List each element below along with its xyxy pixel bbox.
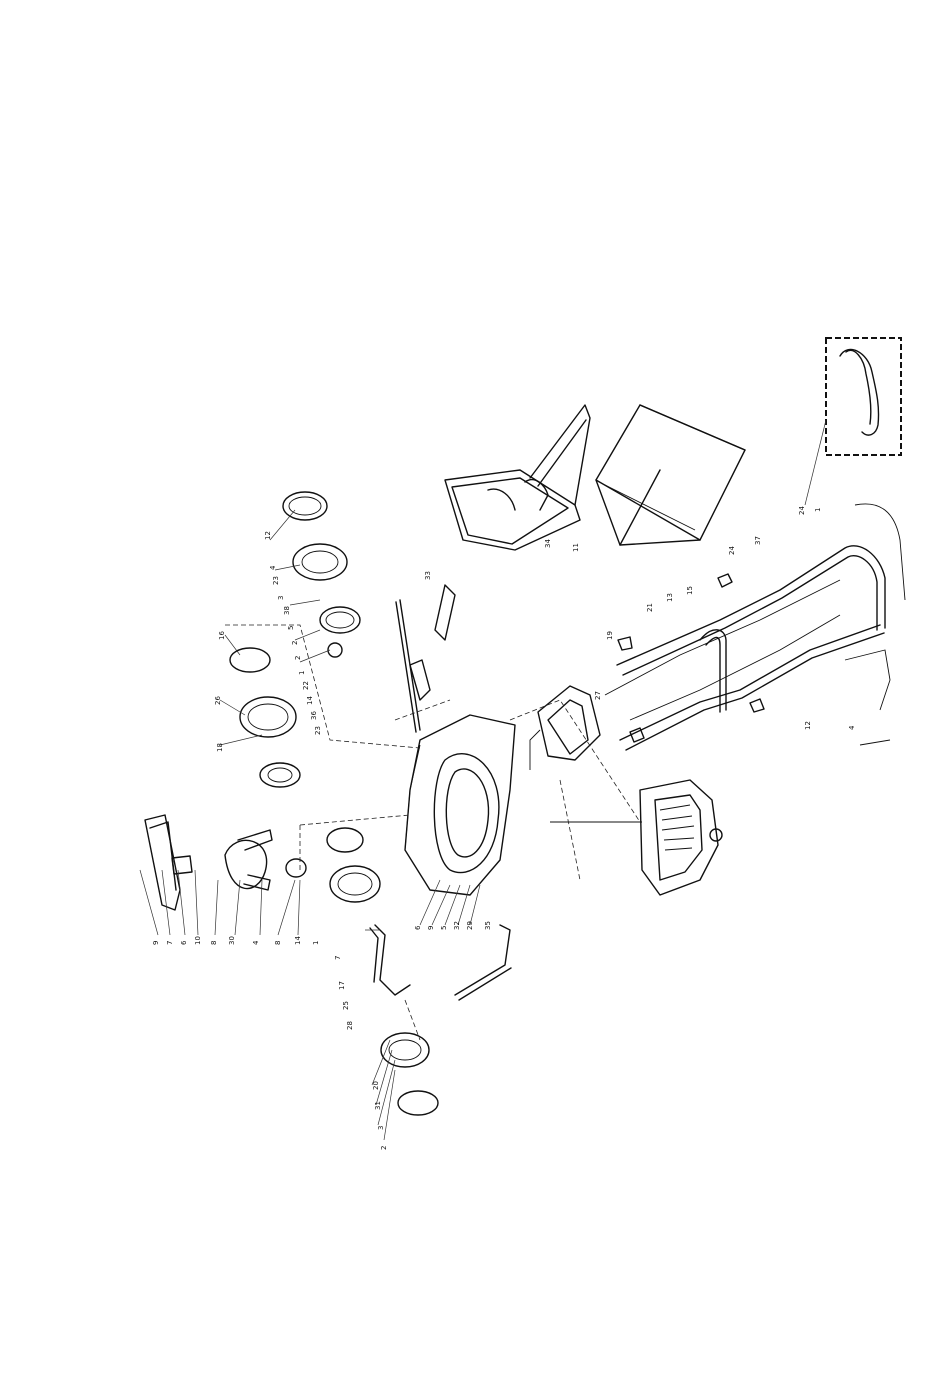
part-number-label: 25 xyxy=(342,1001,350,1010)
drive-belt xyxy=(435,585,455,640)
part-number-label: 6 xyxy=(180,940,188,945)
part-number-label: 16 xyxy=(218,631,226,640)
part-number-label: 3 xyxy=(377,1126,385,1130)
part-number-label: 12 xyxy=(264,531,272,540)
part-number-label: 15 xyxy=(686,586,694,595)
part-number-label: 11 xyxy=(572,543,580,552)
part-number-label: 17 xyxy=(338,981,346,990)
part-number-label: 1 xyxy=(312,941,320,945)
part-number-label: 2 xyxy=(294,656,302,660)
part-number-label: 22 xyxy=(302,681,310,690)
part-number-label: 14 xyxy=(306,696,314,705)
part-number-label: 6 xyxy=(414,925,422,930)
part-number-label: 31 xyxy=(374,1101,382,1110)
part-number-label: 26 xyxy=(214,696,222,705)
part-number-label: 10 xyxy=(194,936,202,945)
part-number-label: 2 xyxy=(380,1146,388,1150)
part-number-label: 29 xyxy=(466,921,474,930)
part-number-label: 33 xyxy=(424,571,432,580)
wheel-group-left xyxy=(230,648,300,787)
part-number-label: 9 xyxy=(427,926,435,930)
part-number-label: 34 xyxy=(544,539,552,548)
part-number-label: 9 xyxy=(152,941,160,945)
part-number-label: 8 xyxy=(274,941,282,945)
part-number-label: 1 xyxy=(814,508,822,512)
part-number-label: 24 xyxy=(728,546,736,555)
part-number-label: 8 xyxy=(210,941,218,945)
assembly-lines xyxy=(225,625,640,1040)
wheel-group-upper xyxy=(283,492,360,657)
part-number-label: 23 xyxy=(314,726,322,735)
part-number-label: 4 xyxy=(269,565,277,570)
part-number-label: 19 xyxy=(606,631,614,640)
part-number-label: 37 xyxy=(754,536,762,545)
part-number-label: 35 xyxy=(484,921,492,930)
part-number-label: 2 xyxy=(291,641,299,645)
label-lead-lines xyxy=(140,510,480,1140)
part-number-label: 23 xyxy=(272,576,280,585)
rear-flap xyxy=(530,686,600,770)
front-axle xyxy=(370,925,511,1000)
part-number-label: 4 xyxy=(848,725,856,730)
part-number-label: 32 xyxy=(453,921,461,930)
grass-catcher-bag xyxy=(596,405,745,545)
part-number-label: 28 xyxy=(346,1021,354,1030)
engine xyxy=(550,780,722,895)
part-number-label: 24 xyxy=(798,506,806,515)
part-number-label: 20 xyxy=(372,1081,380,1090)
part-number-label: 21 xyxy=(646,603,654,612)
part-number-label: 5 xyxy=(287,626,295,630)
part-number-label: 7 xyxy=(334,956,342,960)
part-number-label: 14 xyxy=(294,936,302,945)
grass-catcher-frame xyxy=(445,405,590,550)
blade-assembly xyxy=(145,815,306,910)
part-number-label: 36 xyxy=(310,711,318,720)
part-number-label: 30 xyxy=(228,936,236,945)
mower-deck xyxy=(405,715,515,895)
part-number-label: 4 xyxy=(252,940,260,945)
part-number-label: 7 xyxy=(166,941,174,945)
part-number-label: 27 xyxy=(594,691,602,700)
part-number-label: 12 xyxy=(804,721,812,730)
part-number-label: 38 xyxy=(283,606,291,615)
part-number-label: 5 xyxy=(440,926,448,930)
part-number-label: 1 xyxy=(298,671,306,675)
part-number-label: 13 xyxy=(666,593,674,602)
part-number-label: 18 xyxy=(216,743,224,752)
inset-handle-detail xyxy=(805,338,901,505)
part-number-label: 3 xyxy=(277,596,285,600)
upper-handle xyxy=(617,546,885,750)
wheel-group-front xyxy=(327,828,438,1115)
rear-axle-rod xyxy=(396,600,430,732)
